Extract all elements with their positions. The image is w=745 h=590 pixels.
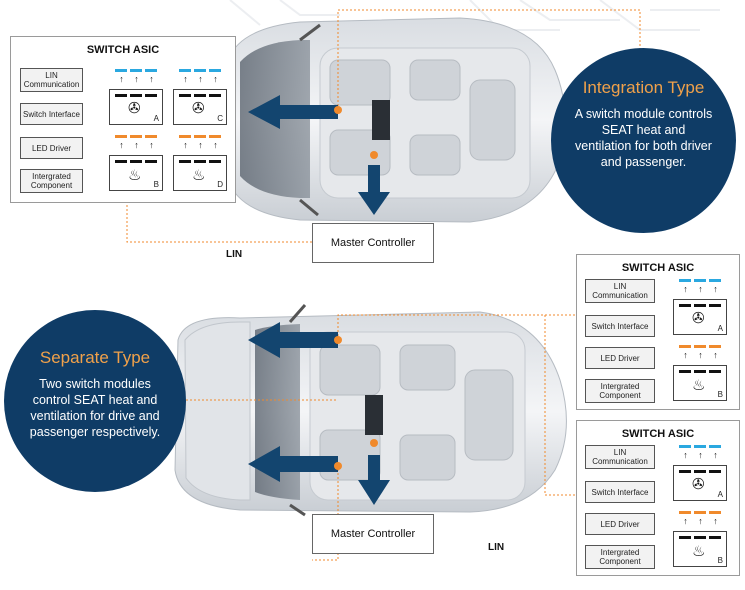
led-indicator [115, 69, 157, 72]
heated-seat-icon: ♨ [128, 167, 142, 184]
switch-letter: B [153, 180, 159, 189]
heated-seat-icon: ♨ [692, 377, 706, 394]
lin-connectors [126, 9, 641, 561]
switch-interface-label: Switch Interface [20, 103, 83, 125]
lin-communication-label: LIN Communication [20, 68, 83, 92]
circle-description: Two switch modules control SEAT heat and… [29, 377, 161, 439]
led-driver-label: LED Driver [585, 513, 655, 535]
switch-interface-label: Switch Interface [585, 481, 655, 503]
integrated-component-label: Intergrated Component [585, 379, 655, 403]
fan-seat-icon: ✇ [192, 100, 205, 117]
integrated-component-label: Intergrated Component [585, 545, 655, 569]
led-indicator [679, 511, 721, 514]
bottom-lin-label: LIN [488, 542, 505, 553]
signal-arrows [248, 95, 390, 505]
seat-switch-b: ↑↑↑ ♨ B [673, 345, 727, 401]
circle-description: A switch module controls SEAT heat and v… [574, 107, 713, 169]
switch-letter: A [717, 490, 723, 499]
seat-switch-a: ↑↑↑ ✇ A [109, 69, 163, 125]
led-driver-label: LED Driver [20, 137, 83, 159]
switch-letter: B [717, 556, 723, 565]
seat-switch-a: ↑↑↑ ✇ A [673, 445, 727, 501]
top-lin-label: LIN [226, 249, 243, 260]
fan-seat-icon: ✇ [128, 100, 141, 117]
switch-letter: A [153, 114, 159, 123]
heated-seat-icon: ♨ [192, 167, 206, 184]
switch-letter: D [217, 180, 223, 189]
led-indicator [679, 445, 721, 448]
seat-switch-b: ↑↑↑ ♨ B [109, 135, 163, 191]
lin-communication-label: LIN Communication [585, 445, 655, 469]
separate-type-circle: Separate Type Two switch modules control… [4, 310, 186, 492]
bottom-switch-asic-panel-1: SWITCH ASIC LIN Communication Switch Int… [576, 254, 740, 410]
lin-communication-label: LIN Communication [585, 279, 655, 303]
integration-type-circle: Integration Type A switch module control… [551, 48, 736, 233]
led-indicator [679, 345, 721, 348]
led-indicator [679, 279, 721, 282]
led-indicator [179, 69, 221, 72]
seat-switch-d: ↑↑↑ ♨ D [173, 135, 227, 191]
seat-switch-b: ↑↑↑ ♨ B [673, 511, 727, 567]
heated-seat-icon: ♨ [692, 543, 706, 560]
circle-title: Separate Type [39, 348, 151, 367]
led-driver-label: LED Driver [585, 347, 655, 369]
seat-switch-c: ↑↑↑ ✇ C [173, 69, 227, 125]
bottom-master-controller: Master Controller [312, 514, 434, 554]
top-switch-asic-panel: SWITCH ASIC LIN Communication Switch Int… [10, 36, 236, 203]
led-indicator [179, 135, 221, 138]
switch-letter: B [717, 390, 723, 399]
switch-letter: C [217, 114, 223, 123]
top-master-controller: Master Controller [312, 223, 434, 263]
seat-switch-a: ↑↑↑ ✇ A [673, 279, 727, 335]
bottom-switch-asic-panel-2: SWITCH ASIC LIN Communication Switch Int… [576, 420, 740, 576]
fan-seat-icon: ✇ [692, 310, 705, 327]
switch-letter: A [717, 324, 723, 333]
asic-title: SWITCH ASIC [621, 262, 695, 274]
connection-dots [334, 106, 378, 470]
integrated-component-label: Intergrated Component [20, 169, 83, 193]
switch-interface-label: Switch Interface [585, 315, 655, 337]
top-car-illustration [227, 17, 566, 223]
led-indicator [115, 135, 157, 138]
circle-title: Integration Type [582, 78, 705, 97]
asic-title: SWITCH ASIC [621, 428, 695, 440]
asic-title: SWITCH ASIC [86, 44, 160, 56]
fan-seat-icon: ✇ [692, 476, 705, 493]
